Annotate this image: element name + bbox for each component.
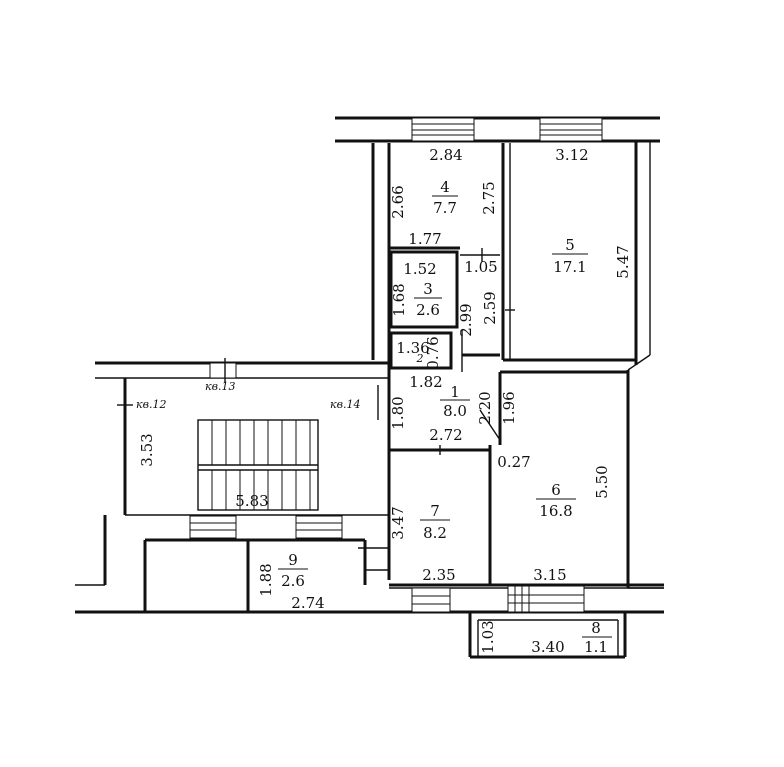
neighbor-label-kv12: кв.12 — [136, 398, 166, 411]
room-number: 6 — [551, 481, 561, 499]
dimension-label: 2.59 — [481, 291, 499, 324]
room-number: 7 — [430, 502, 440, 520]
room-label-1: 1 8.0 — [440, 383, 470, 420]
room-area: 7.7 — [433, 199, 457, 217]
dimension-label: 1.96 — [500, 391, 518, 424]
room-area: 17.1 — [553, 258, 586, 276]
room-label-9: 9 2.6 — [278, 551, 308, 590]
dimension-label: 2.84 — [429, 146, 462, 164]
dimension-label: 5.47 — [614, 245, 632, 278]
room-label-7: 7 8.2 — [420, 502, 450, 542]
dimension-label: 2.75 — [480, 181, 498, 214]
neighbor-label-kv13: кв.13 — [205, 380, 235, 393]
dimension-label: 2.35 — [422, 566, 455, 584]
dimension-label: 1.68 — [390, 283, 408, 316]
dimension-label: 3.40 — [531, 638, 564, 656]
room-label-8: 8 1.1 — [582, 619, 612, 656]
dimension-label: 0.76 — [424, 336, 442, 369]
dimension-label: 5.83 — [235, 492, 268, 510]
dimension-label: 2.72 — [429, 426, 462, 444]
room-number: 5 — [565, 236, 575, 254]
neighbor-label-kv14: кв.14 — [330, 398, 360, 411]
room-label-3: 3 2.6 — [414, 280, 442, 319]
dimension-label: 2.66 — [389, 185, 407, 218]
room-area: 2.6 — [281, 572, 305, 590]
dimension-label: 3.15 — [533, 566, 566, 584]
walls — [75, 116, 664, 659]
dimension-label: 3.53 — [138, 433, 156, 466]
dimension-label: 0.27 — [497, 453, 530, 471]
room-area: 8.2 — [423, 524, 447, 542]
dimension-label: 2.20 — [476, 391, 494, 424]
dimension-label: 3.12 — [555, 146, 588, 164]
room-area: 2.6 — [416, 301, 440, 319]
room-label-5: 5 17.1 — [552, 236, 588, 276]
dimension-label: 1.77 — [408, 230, 441, 248]
room-number: 2 — [416, 352, 424, 365]
room-number: 4 — [440, 178, 450, 196]
dimension-label: 1.82 — [409, 373, 442, 391]
dimension-label: 1.03 — [479, 620, 497, 653]
room-number: 3 — [423, 280, 433, 298]
room-area: 16.8 — [539, 502, 572, 520]
dimension-label: 1.80 — [389, 396, 407, 429]
room-number: 1 — [450, 383, 460, 401]
room-label-2: 2 — [416, 352, 424, 365]
dimension-label: 2.99 — [457, 303, 475, 336]
dimension-label: 5.50 — [593, 465, 611, 498]
dimension-label: 2.74 — [291, 594, 324, 612]
dimension-label: 1.36 — [396, 339, 429, 357]
neighbor-labels: кв.12 кв.13 кв.14 — [136, 380, 360, 411]
room-area: 8.0 — [443, 402, 467, 420]
room-number: 9 — [288, 551, 298, 569]
room-label-6: 6 16.8 — [536, 481, 576, 520]
room-label-4: 4 7.7 — [432, 178, 458, 217]
room-area: 1.1 — [584, 638, 608, 656]
dimension-label: 1.88 — [257, 563, 275, 596]
room-number: 8 — [591, 619, 601, 637]
dimension-labels: 2.84 3.12 1.77 1.52 1.05 1.36 1.82 2.72 … — [138, 146, 632, 656]
dimension-label: 1.52 — [403, 260, 436, 278]
dimension-label: 3.47 — [389, 506, 407, 539]
dimension-label: 1.05 — [464, 258, 497, 276]
